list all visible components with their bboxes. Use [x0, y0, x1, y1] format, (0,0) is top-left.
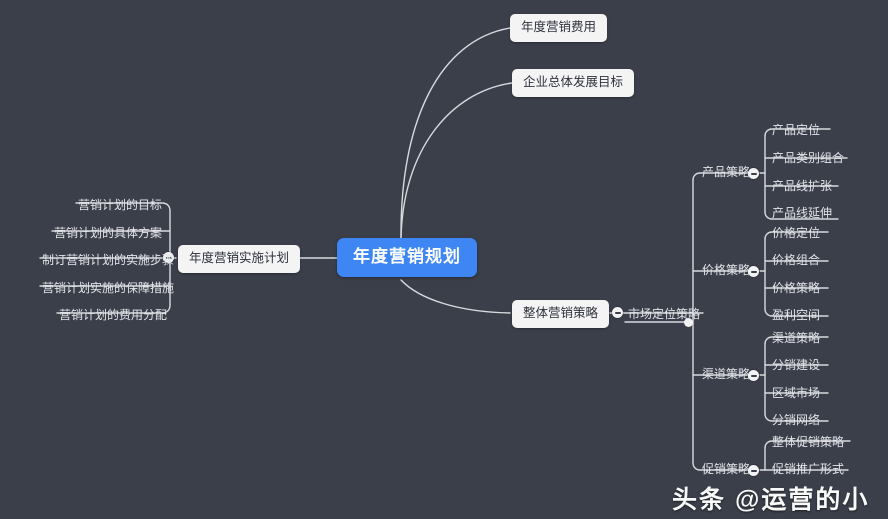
node-price-positioning[interactable]: 价格定位	[766, 224, 826, 244]
node-label: 价格策略	[702, 263, 751, 277]
watermark-text: 头条 @运营的小事	[672, 486, 870, 514]
node-label: 营销计划的费用分配	[59, 308, 168, 322]
node-overall-company-goal[interactable]: 企业总体发展目标	[512, 69, 635, 97]
node-label: 分销网络	[772, 413, 821, 427]
collapse-toggle-annual-marketing-plan[interactable]	[163, 252, 174, 263]
node-price-mix[interactable]: 价格组合	[766, 251, 826, 271]
node-label: 整体促销策略	[772, 435, 845, 449]
node-label: 年度营销实施计划	[189, 251, 290, 265]
node-profit-margin[interactable]: 盈利空间	[766, 306, 826, 326]
node-pricing-strategy[interactable]: 价格策略	[766, 279, 826, 299]
node-label: 产品定位	[772, 123, 821, 137]
node-plan-safeguards[interactable]: 营销计划实施的保障措施	[36, 279, 180, 299]
node-channel-strategy[interactable]: 渠道策略	[696, 365, 756, 385]
node-distribution-network[interactable]: 分销网络	[766, 411, 826, 431]
node-label: 渠道策略	[702, 367, 751, 381]
node-label: 促销策略	[702, 462, 751, 476]
node-label: 年度营销费用	[521, 20, 597, 34]
node-product-strategy[interactable]: 产品策略	[696, 163, 756, 183]
node-label: 分销建设	[772, 358, 821, 372]
collapse-toggle-promotion-strategy[interactable]	[748, 465, 759, 476]
junction-dot-market-positioning[interactable]	[684, 318, 693, 327]
node-label: 促销推广形式	[772, 462, 845, 476]
collapse-toggle-overall-marketing-strategy[interactable]	[612, 307, 623, 318]
node-annual-marketing-cost[interactable]: 年度营销费用	[510, 14, 608, 42]
node-market-positioning-strategy[interactable]: 市场定位策略	[622, 305, 706, 325]
node-label: 营销计划的具体方案	[54, 226, 163, 240]
node-label: 产品线扩张	[772, 179, 833, 193]
node-plan-cost-allocation[interactable]: 营销计划的费用分配	[53, 306, 173, 326]
node-label: 产品类别组合	[772, 151, 845, 165]
node-promotion-strategy[interactable]: 促销策略	[696, 460, 756, 480]
node-label: 营销计划的目标	[78, 198, 163, 212]
node-label: 价格策略	[772, 281, 821, 295]
node-distribution-building[interactable]: 分销建设	[766, 356, 826, 376]
collapse-toggle-price-strategy[interactable]	[748, 266, 759, 277]
node-price-strategy[interactable]: 价格策略	[696, 261, 756, 281]
node-promotion-forms[interactable]: 促销推广形式	[766, 460, 850, 480]
node-product-positioning[interactable]: 产品定位	[766, 121, 826, 141]
node-regional-market[interactable]: 区域市场	[766, 384, 826, 404]
node-plan-steps[interactable]: 制订营销计划的实施步骤	[36, 251, 180, 271]
node-label: 整体营销策略	[523, 306, 599, 320]
collapse-toggle-channel-strategy[interactable]	[748, 370, 759, 381]
node-annual-marketing-plan[interactable]: 年度营销实施计划	[178, 245, 301, 273]
node-channel-policy[interactable]: 渠道策略	[766, 329, 826, 349]
node-label: 价格定位	[772, 226, 821, 240]
node-label: 产品线延伸	[772, 206, 833, 220]
root-node[interactable]: 年度营销规划	[337, 238, 477, 277]
node-product-category-mix[interactable]: 产品类别组合	[766, 149, 850, 169]
node-label: 制订营销计划的实施步骤	[42, 253, 175, 267]
node-plan-goal[interactable]: 营销计划的目标	[72, 196, 168, 216]
node-plan-scheme[interactable]: 营销计划的具体方案	[48, 224, 168, 244]
node-label: 盈利空间	[772, 308, 821, 322]
collapse-toggle-product-strategy[interactable]	[748, 168, 759, 179]
node-label: 企业总体发展目标	[523, 75, 624, 89]
node-label: 市场定位策略	[628, 307, 701, 321]
node-label: 价格组合	[772, 253, 821, 267]
node-overall-marketing-strategy[interactable]: 整体营销策略	[512, 300, 610, 328]
node-label: 营销计划实施的保障措施	[42, 281, 175, 295]
node-product-line-extension[interactable]: 产品线延伸	[766, 204, 838, 224]
node-label: 产品策略	[702, 165, 751, 179]
node-product-line-expansion[interactable]: 产品线扩张	[766, 177, 838, 197]
node-label: 渠道策略	[772, 331, 821, 345]
node-overall-promotion-strategy[interactable]: 整体促销策略	[766, 433, 850, 453]
node-label: 区域市场	[772, 386, 821, 400]
root-node-label: 年度营销规划	[353, 247, 461, 266]
